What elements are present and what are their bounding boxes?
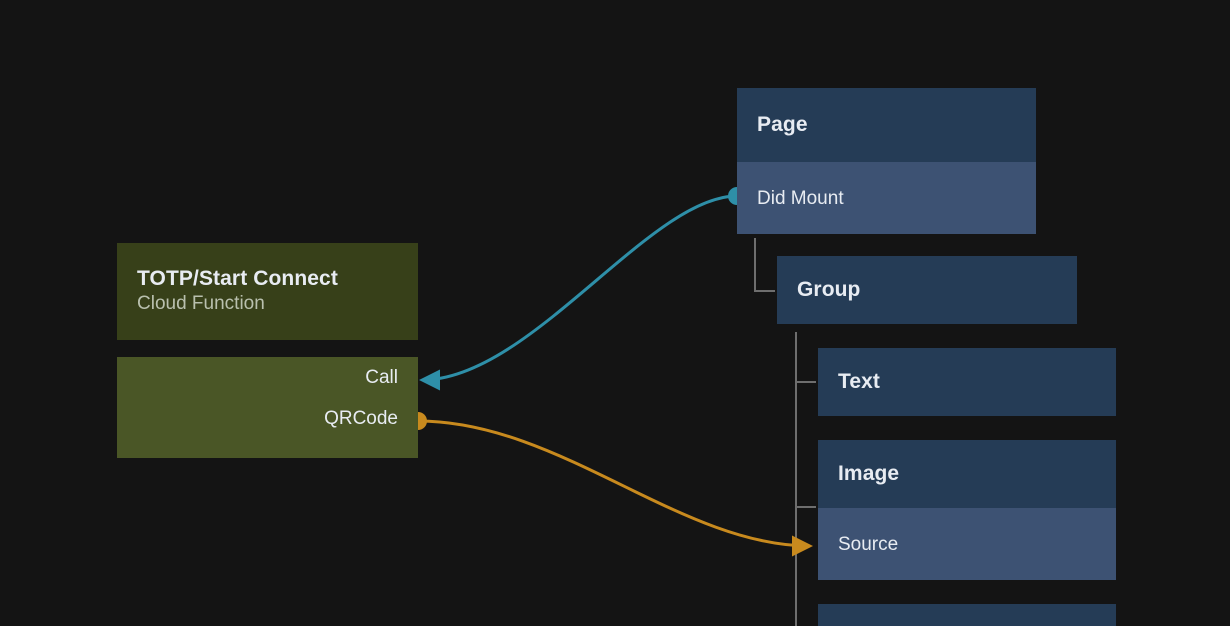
group-node-title: Group (797, 277, 861, 301)
text-node-title: Text (838, 369, 881, 393)
port-label-source: Source (838, 533, 899, 555)
function-node-body: Call QRCode (117, 357, 418, 458)
partial-node-header (818, 604, 1116, 626)
node-totp-start-connect[interactable]: TOTP/Start Connect Cloud Function Call Q… (117, 243, 418, 458)
tree-trunk-group-children (795, 332, 797, 626)
function-node-header: TOTP/Start Connect Cloud Function (117, 243, 418, 340)
port-row-qrcode[interactable]: QRCode (117, 398, 418, 439)
page-node-header: Page (737, 88, 1036, 162)
port-row-did-mount[interactable]: Did Mount (737, 162, 1036, 234)
port-row-source[interactable]: Source (818, 508, 1116, 580)
port-label-call: Call (365, 367, 398, 388)
function-node-title: TOTP/Start Connect (137, 267, 338, 291)
page-node-title: Page (757, 112, 808, 136)
node-group[interactable]: Group (777, 256, 1077, 324)
tree-stub-text (795, 381, 816, 383)
text-node-header: Text (818, 348, 1116, 416)
image-node-title: Image (838, 461, 900, 485)
port-row-call[interactable]: Call (117, 357, 418, 398)
tree-stub-image (795, 506, 816, 508)
node-image[interactable]: Image Source (818, 440, 1116, 580)
function-node-subtitle: Cloud Function (137, 293, 265, 315)
tree-stub-group (754, 290, 775, 292)
port-label-qrcode: QRCode (324, 408, 398, 429)
node-page[interactable]: Page Did Mount (737, 88, 1036, 234)
edge-did-mount-to-call (419, 194, 738, 391)
node-partial-bottom[interactable] (818, 604, 1116, 626)
edge-qrcode-to-source (417, 419, 813, 557)
group-node-header: Group (777, 256, 1077, 324)
tree-trunk-page-to-group (754, 238, 756, 292)
port-label-did-mount: Did Mount (757, 187, 844, 209)
image-node-header: Image (818, 440, 1116, 508)
node-text[interactable]: Text (818, 348, 1116, 416)
